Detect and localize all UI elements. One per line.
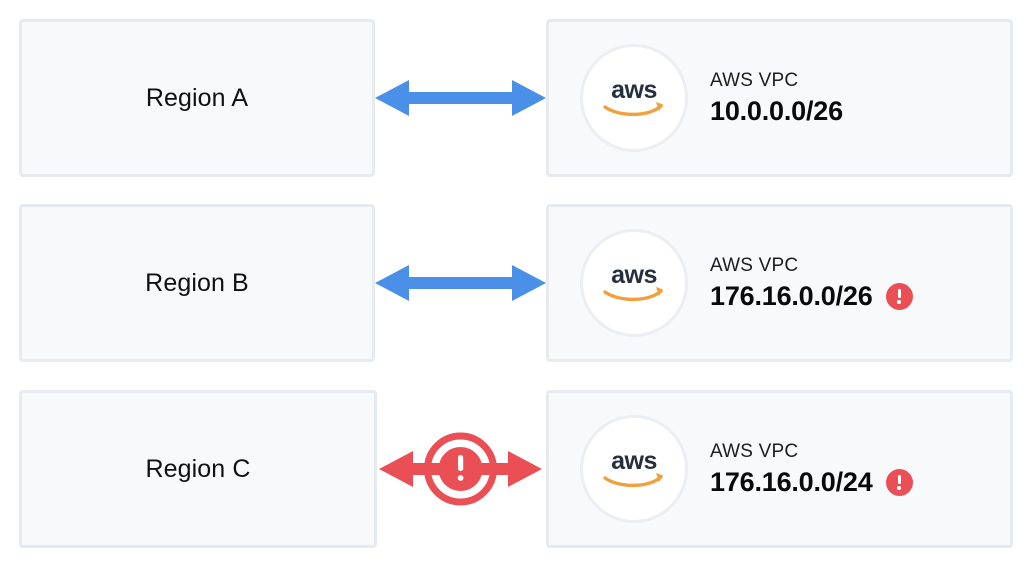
connector-region-c: [375, 390, 546, 548]
aws-logo-icon: aws: [580, 44, 688, 152]
region-box-b[interactable]: Region B: [19, 204, 375, 362]
vpc-panel-c[interactable]: aws AWS VPC 176.16.0.0/24: [546, 390, 1013, 548]
vpc-text-block-b: AWS VPC 176.16.0.0/26: [710, 254, 913, 313]
vpc-panel-b[interactable]: aws AWS VPC 176.16.0.0/26: [546, 204, 1013, 362]
vpc-cidr-line: 10.0.0.0/26: [710, 96, 843, 127]
vpc-cidr-line: 176.16.0.0/24: [710, 467, 913, 498]
vpc-text-block-c: AWS VPC 176.16.0.0/24: [710, 440, 913, 499]
vpc-title: AWS VPC: [710, 254, 799, 276]
region-box-c[interactable]: Region C: [19, 390, 377, 548]
double-arrow-blue-icon: [375, 80, 546, 116]
connector-region-b: [375, 204, 546, 362]
aws-logo-icon: aws: [580, 415, 688, 523]
double-arrow-blue-icon: [375, 265, 546, 301]
svg-text:aws: aws: [611, 261, 657, 289]
region-label: Region C: [145, 454, 251, 483]
svg-text:aws: aws: [611, 447, 657, 475]
vpc-cidr-value: 176.16.0.0/26: [710, 281, 873, 312]
svg-text:aws: aws: [611, 76, 657, 104]
region-label: Region A: [145, 83, 249, 112]
vpc-alert-badge[interactable]: [885, 283, 913, 311]
vpc-text-block-a: AWS VPC 10.0.0.0/26: [710, 69, 843, 128]
double-arrow-red-error-icon: [379, 432, 542, 506]
vpc-cidr-value: 10.0.0.0/26: [710, 96, 843, 127]
topology-row: Region A aws AWS VPC 10.0.0.0/26: [0, 19, 1032, 177]
vpc-cidr-value: 176.16.0.0/24: [710, 467, 873, 498]
region-box-a[interactable]: Region A: [19, 19, 375, 177]
connector-region-a: [375, 19, 546, 177]
topology-row: Region B aws AWS VPC 176.16.0.0/26: [0, 204, 1032, 362]
aws-logo-icon: aws: [580, 229, 688, 337]
vpc-title: AWS VPC: [710, 440, 799, 462]
topology-row: Region C aws: [0, 390, 1032, 548]
vpc-alert-badge[interactable]: [885, 469, 913, 497]
vpc-title: AWS VPC: [710, 69, 799, 91]
vpc-cidr-line: 176.16.0.0/26: [710, 281, 913, 312]
vpc-panel-a[interactable]: aws AWS VPC 10.0.0.0/26: [546, 19, 1013, 177]
region-label: Region B: [145, 268, 249, 297]
